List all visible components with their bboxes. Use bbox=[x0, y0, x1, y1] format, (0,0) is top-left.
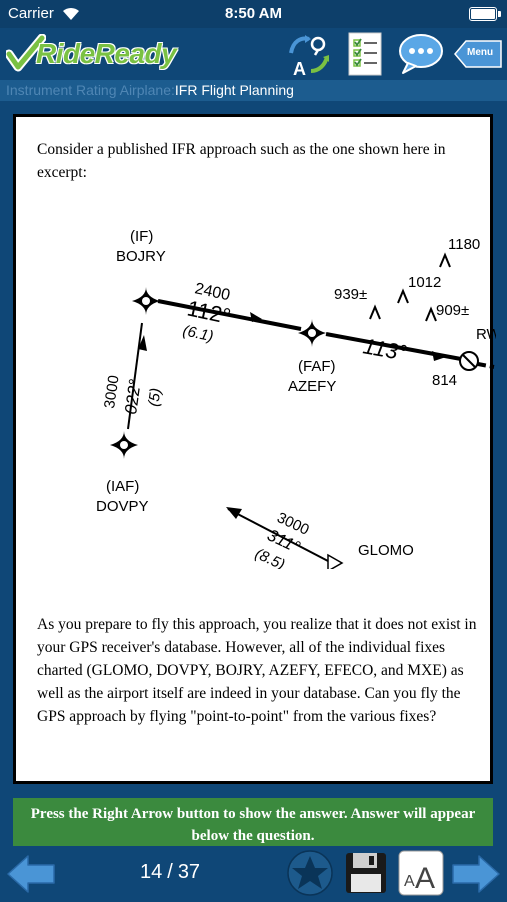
text-size-icon: A A bbox=[398, 850, 444, 896]
segment-bojry-azefy bbox=[157, 299, 302, 331]
iaf-altitude: 3000 bbox=[101, 374, 122, 409]
battery-icon bbox=[469, 7, 501, 21]
next-question-button[interactable] bbox=[451, 852, 501, 896]
question-intro: Consider a published IFR approach such a… bbox=[37, 141, 446, 181]
if-label: (IF) bbox=[130, 228, 153, 245]
app-header: RideReady A bbox=[0, 28, 507, 80]
obstacle-1180: 1180 bbox=[448, 236, 480, 253]
bojry-fix-symbol bbox=[132, 287, 160, 315]
question-body: As you prepare to fly this approach, you… bbox=[37, 616, 477, 725]
left-arrow-icon bbox=[7, 855, 55, 893]
approach-chart-diagram: (IF) BOJRY 2400 112° (6.1) (FAF) AZEFY 1… bbox=[96, 228, 496, 569]
runway-label: RW bbox=[476, 326, 496, 343]
iaf-name: DOVPY bbox=[96, 498, 149, 515]
menu-label: Menu bbox=[467, 47, 494, 58]
right-arrow-icon bbox=[452, 855, 500, 893]
answer-prompt-bar[interactable]: Press the Right Arrow button to show the… bbox=[13, 798, 493, 850]
seg1-distance: (6.1) bbox=[181, 322, 215, 345]
obstacle-909: 909± bbox=[436, 302, 469, 319]
faf-name: AZEFY bbox=[288, 378, 336, 395]
text-size-button[interactable]: A A bbox=[398, 850, 444, 896]
glomo-name: GLOMO bbox=[358, 542, 414, 559]
page-separator: / bbox=[167, 861, 173, 883]
breadcrumb-parent[interactable]: Instrument Rating Airplane: bbox=[6, 82, 175, 98]
current-page: 14 bbox=[140, 861, 163, 883]
status-time: 8:50 AM bbox=[225, 5, 282, 22]
font-search-icon: A bbox=[289, 35, 329, 77]
floppy-disk-icon bbox=[346, 853, 386, 893]
wifi-icon bbox=[63, 7, 79, 20]
dovpy-fix-symbol bbox=[110, 431, 138, 459]
obstacle-1180-symbol bbox=[439, 252, 451, 268]
menu-button[interactable]: Menu bbox=[452, 28, 504, 80]
previous-question-button[interactable] bbox=[6, 852, 56, 896]
airport-elevation: 814 bbox=[432, 372, 457, 389]
carrier-label: Carrier bbox=[8, 5, 54, 22]
breadcrumb-current: IFR Flight Planning bbox=[174, 82, 294, 98]
segment-dovpy-bojry bbox=[127, 322, 143, 430]
font-search-button[interactable]: A bbox=[283, 28, 333, 80]
svg-text:A: A bbox=[415, 862, 435, 895]
star-icon bbox=[287, 850, 333, 896]
obstacle-1012-symbol bbox=[397, 288, 409, 304]
if-name: BOJRY bbox=[116, 248, 166, 265]
seg2-course: 113° bbox=[361, 333, 409, 365]
svg-text:A: A bbox=[293, 59, 306, 77]
iaf-distance: (5) bbox=[145, 387, 164, 408]
obstacle-1012: 1012 bbox=[408, 274, 441, 291]
obstacle-909-symbol bbox=[425, 306, 437, 322]
ride-ready-logo: RideReady bbox=[6, 34, 191, 74]
glomo-waypoint-symbol bbox=[327, 553, 344, 569]
status-bar: Carrier 8:50 AM bbox=[0, 0, 507, 28]
total-pages: 37 bbox=[177, 861, 201, 883]
chat-bubble-icon bbox=[399, 34, 443, 74]
comments-button[interactable] bbox=[396, 28, 446, 80]
azefy-fix-symbol bbox=[298, 319, 326, 347]
iaf-label: (IAF) bbox=[106, 478, 139, 495]
faf-label: (FAF) bbox=[298, 358, 336, 375]
question-card: Consider a published IFR approach such a… bbox=[13, 114, 496, 784]
segment-glomo bbox=[227, 508, 329, 562]
svg-text:A: A bbox=[404, 873, 415, 890]
iaf-course: 022° bbox=[121, 378, 145, 416]
checkmark-logo-icon bbox=[6, 34, 46, 72]
favorite-button[interactable] bbox=[286, 849, 334, 897]
menu-arrow-icon: Menu bbox=[453, 39, 503, 69]
checklist-button[interactable] bbox=[342, 28, 388, 80]
airport-symbol bbox=[459, 351, 479, 371]
bottom-nav-bar: 14/37 A A bbox=[0, 846, 507, 900]
logo-text: RideReady bbox=[36, 38, 177, 69]
save-button[interactable] bbox=[344, 850, 388, 896]
breadcrumb: Instrument Rating Airplane:IFR Flight Pl… bbox=[0, 80, 507, 101]
obstacle-939-symbol bbox=[369, 304, 381, 320]
checklist-icon bbox=[348, 32, 382, 76]
obstacle-939: 939± bbox=[334, 286, 367, 303]
page-counter: 14/37 bbox=[140, 861, 200, 884]
